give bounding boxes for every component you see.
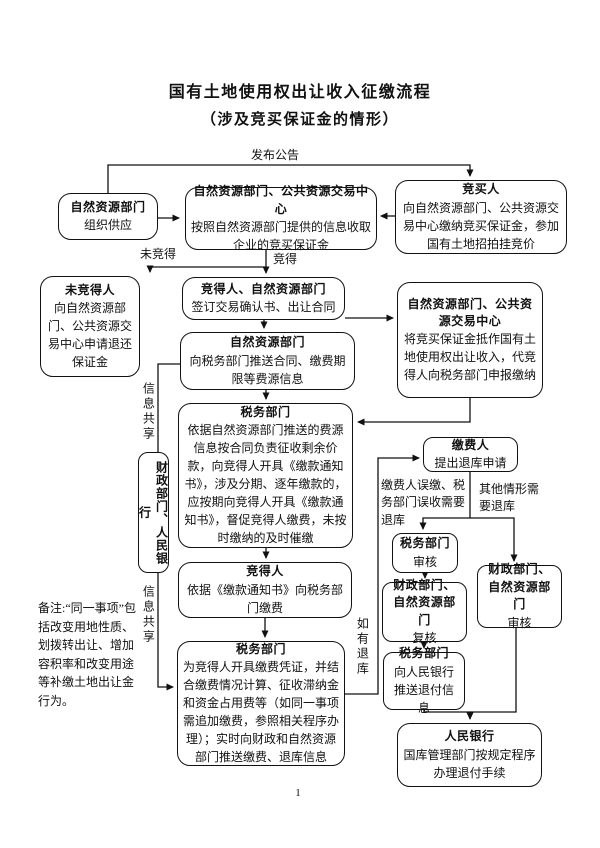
box-not-won-person: 未竞得人 向自然资源部门、公共资源交易中心申请退还保证金 <box>40 276 140 377</box>
box-body: 为竞得人开具缴费凭证，并结合缴费情况计算、征收滞纳金和资金占用费等（如同一事项需… <box>183 660 340 765</box>
box-body: 向自然资源部门、公共资源交易中心缴纳竞买保证金，参加国有土地招拍挂竞价 <box>402 200 559 251</box>
box-body: 依据《缴款通知书》向税务部门缴费 <box>186 582 343 615</box>
box-payer-refund: 缴费人 提出退库申请 <box>423 437 518 472</box>
box-sign-contract: 竞得人、自然资源部门 签订交易确认书、出让合同 <box>182 277 345 320</box>
box-winner-pay: 竞得人 依据《缴款通知书》向税务部门缴费 <box>178 562 352 618</box>
label-other-refund: 其他情形需要退库 <box>479 482 540 514</box>
box-title: 财政部门、人民银行 <box>137 460 169 565</box>
box-push-info: 自然资源部门 向税务部门推送合同、缴费期限等费源信息 <box>180 332 355 390</box>
label-won: 竞得 <box>273 252 298 266</box>
box-body: 审核 <box>412 554 437 569</box>
box-body: 国库管理部门按规定程序办理退付手续 <box>403 747 536 780</box>
box-pboc: 人民银行 国库管理部门按规定程序办理退付手续 <box>397 723 542 787</box>
box-body: 依据自然资源部门推送的费源信息按合同负责征收剩余价款，向竞得人开具《缴款通知书》… <box>184 423 347 546</box>
box-title: 竞得人、自然资源部门 <box>200 281 326 296</box>
label-not-won: 未竞得 <box>140 247 177 261</box>
page-number: 1 <box>295 787 301 799</box>
box-title: 税务部门 <box>398 646 449 661</box>
box-finance-recheck: 财政部门、自然资源部门 复核 <box>382 578 467 645</box>
box-tax-collect: 税务部门 依据自然资源部门推送的费源信息按合同负责征收剩余价款，向竞得人开具《缴… <box>178 403 353 548</box>
box-body: 审核 <box>507 615 532 630</box>
box-title: 税务部门 <box>240 404 291 419</box>
box-body: 复核 <box>412 631 437 646</box>
box-body: 向税务部门推送合同、缴费期限等费源信息 <box>189 353 346 386</box>
box-title: 财政部门、自然资源部门 <box>393 577 456 627</box>
box-body: 向人民银行推送退付信息 <box>393 664 454 715</box>
label-mispaid-refund: 缴费人误缴、税务部门误收需要退库 <box>381 478 466 527</box>
label-info-share-top: 信息共享 <box>141 382 156 442</box>
box-deposit-offset: 自然资源部门、公共资源交易中心 将竞买保证金抵作国有土地使用权出让收入，代竞得人… <box>397 282 543 398</box>
box-body: 组织供应 <box>83 218 132 233</box>
box-body: 提出退库申请 <box>434 456 507 471</box>
box-title: 税务部门 <box>235 641 286 656</box>
box-finance-pboc-vertical: 财政部门、人民银行 <box>138 452 169 573</box>
box-tax-issue-receipt: 税务部门 为竞得人开具缴费凭证，并结合缴费情况计算、征收滞纳金和资金占用费等（如… <box>177 641 345 766</box>
box-title: 财政部门、自然资源部门 <box>488 562 551 612</box>
label-info-share-bottom: 信息共享 <box>141 585 156 645</box>
box-title: 自然资源部门、公共资源交易中心 <box>193 184 369 216</box>
box-body: 向自然资源部门、公共资源交易中心申请退还保证金 <box>47 301 132 370</box>
box-title: 自然资源部门、公共资源交易中心 <box>407 296 533 328</box>
box-title: 缴费人 <box>451 437 490 452</box>
page-subtitle: （涉及竞买保证金的情形） <box>200 112 399 128</box>
box-title: 税务部门 <box>399 536 450 551</box>
box-title: 竞得人 <box>246 564 284 579</box>
label-publish-announcement: 发布公告 <box>250 148 299 162</box>
box-body: 将竞买保证金抵作国有土地使用权出让收入，代竞得人向税务部门申报缴纳 <box>403 332 536 383</box>
box-title: 自然资源部门 <box>229 335 305 350</box>
box-title: 未竞得人 <box>64 282 115 297</box>
box-finance-review: 财政部门、自然资源部门 审核 <box>477 562 562 630</box>
box-title: 自然资源部门 <box>70 199 146 214</box>
box-title: 人民银行 <box>444 729 495 744</box>
box-title: 竞买人 <box>462 182 500 197</box>
box-tax-push-refund: 税务部门 向人民银行推送退付信息 <box>383 646 465 715</box>
box-collect-deposit: 自然资源部门、公共资源交易中心 按照自然资源部门提供的信息收取企业的竞买保证金 <box>185 184 377 252</box>
box-body: 按照自然资源部门提供的信息收取企业的竞买保证金 <box>191 219 372 252</box>
box-bidder: 竞买人 向自然资源部门、公共资源交易中心缴纳竞买保证金，参加国有土地招拍挂竞价 <box>395 180 567 254</box>
page-title: 国有土地使用权出让收入征缴流程 <box>168 84 432 101</box>
label-if-refund: 如有退库 <box>355 617 370 677</box>
box-org-supply: 自然资源部门 组织供应 <box>58 193 158 240</box>
box-body: 签订交易确认书、出让合同 <box>191 300 336 315</box>
note-text: 备注:“同一事项”包括改变用地性质、划拨转出让、增加容积率和改变用途等补缴土地出… <box>38 601 136 708</box>
box-tax-review: 税务部门 审核 <box>392 533 458 573</box>
